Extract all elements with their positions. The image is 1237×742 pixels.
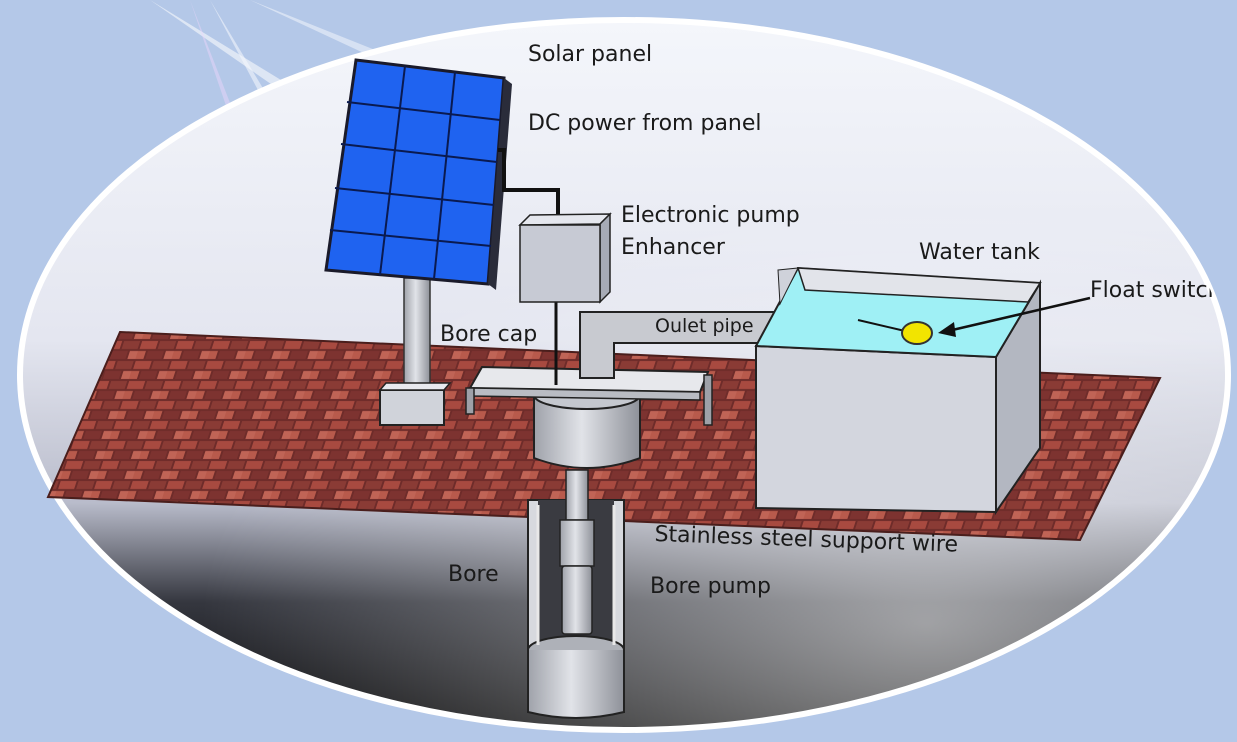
- water-tank: [754, 266, 1042, 516]
- label-outlet-pipe: Oulet pipe: [655, 315, 754, 337]
- bore-pump: [559, 469, 595, 635]
- float-switch: [857, 319, 933, 345]
- bore-cap-plate: [465, 365, 713, 426]
- panel-pole: [378, 277, 452, 426]
- label-dc-power: DC power from panel: [528, 111, 762, 136]
- label-bore-pump: Bore pump: [650, 574, 771, 599]
- label-pump-enhancer-line2: Enhancer: [621, 235, 725, 260]
- label-solar-panel: Solar panel: [528, 42, 653, 67]
- label-bore: Bore: [448, 562, 499, 587]
- label-bore-cap: Bore cap: [440, 322, 538, 347]
- label-pump-enhancer-line1: Electronic pump: [621, 203, 800, 228]
- pump-enhancer-box: [518, 212, 612, 304]
- float-switch-arrow: [938, 296, 1091, 337]
- label-water-tank: Water tank: [919, 240, 1040, 265]
- solar-panel: [324, 58, 512, 290]
- dc-cable: [498, 148, 560, 232]
